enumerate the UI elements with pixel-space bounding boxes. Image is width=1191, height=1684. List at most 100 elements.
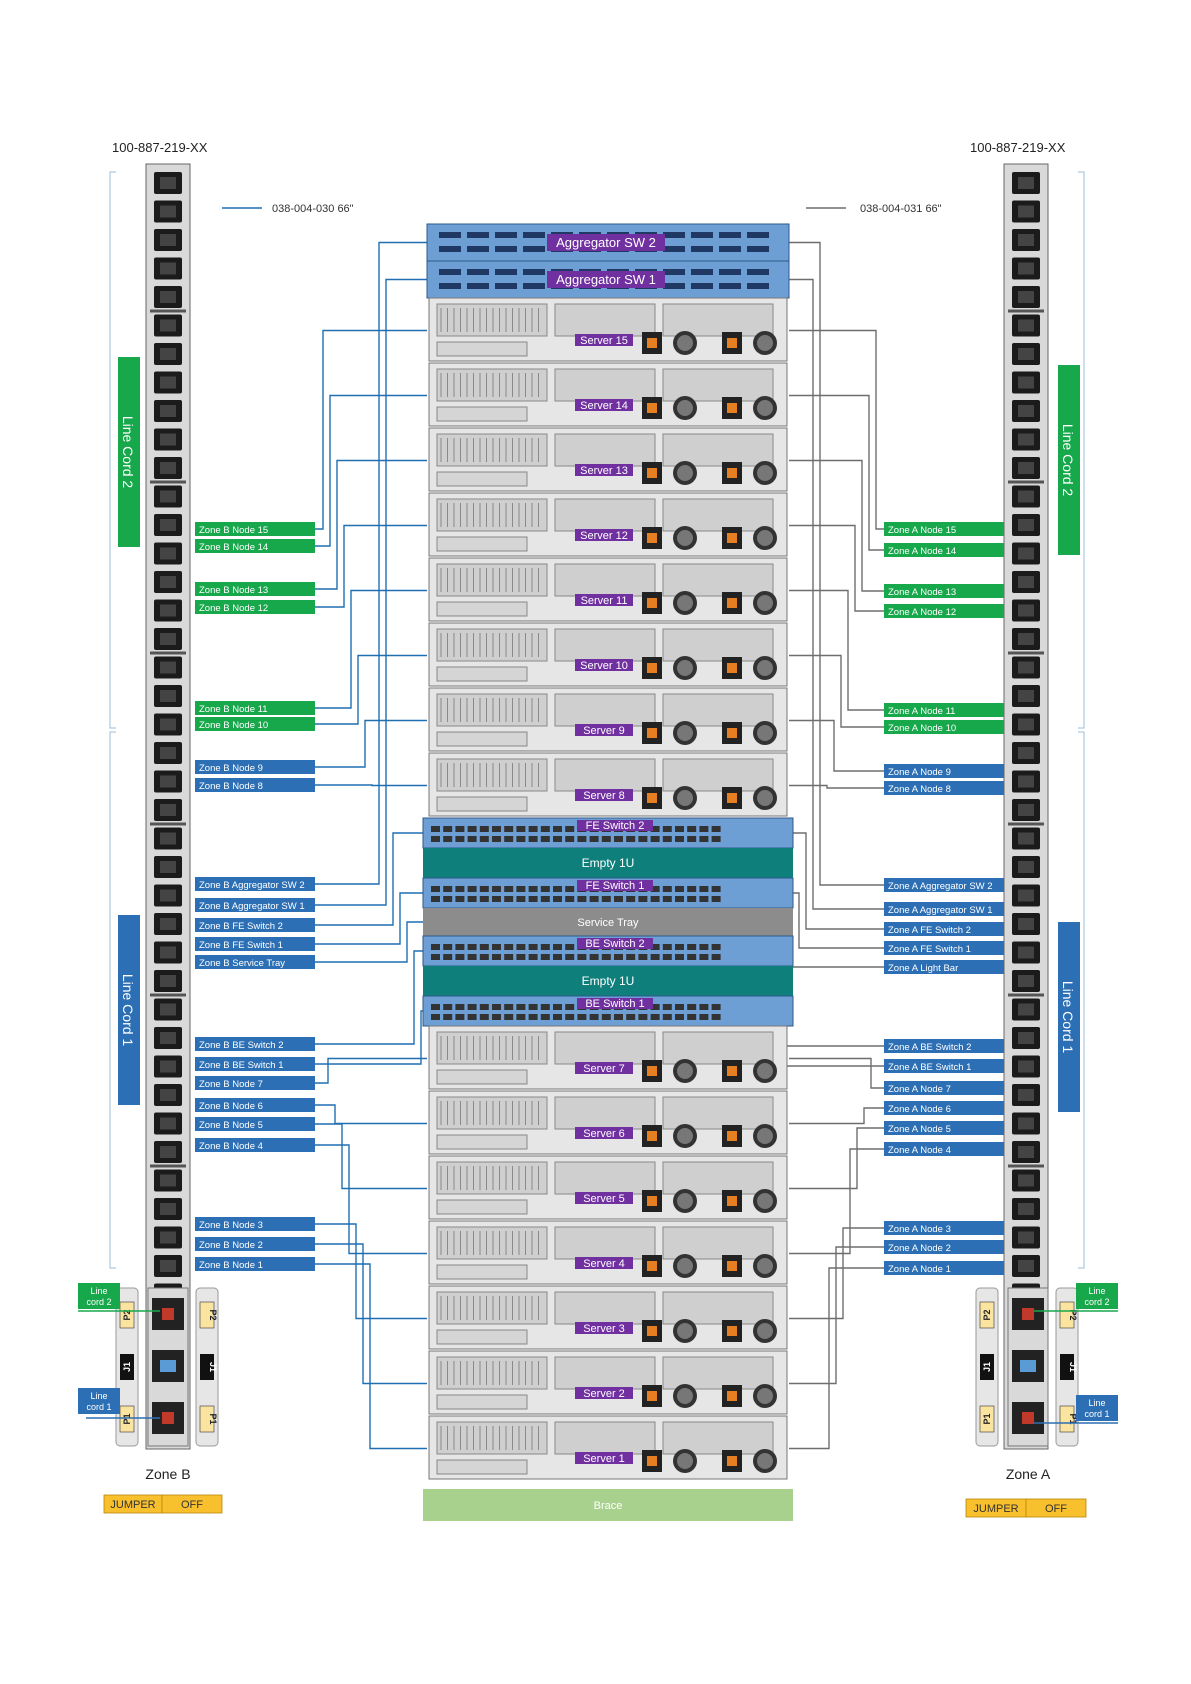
svg-text:Zone A FE Switch 2: Zone A FE Switch 2 (888, 925, 971, 936)
server-label: Server 2 (583, 1388, 625, 1400)
svg-text:Zone B BE Switch 2: Zone B BE Switch 2 (199, 1040, 283, 1051)
rack-unit-server: Server 5 (428, 1155, 788, 1220)
svg-text:Zone A Node 2: Zone A Node 2 (888, 1243, 951, 1254)
pdu-part-left: 100-887-219-XX (112, 140, 208, 155)
right-label: Zone A Node 1 (884, 1261, 1004, 1275)
svg-text:Zone B Node 13: Zone B Node 13 (199, 585, 268, 596)
svg-text:Zone B Aggregator SW 2: Zone B Aggregator SW 2 (199, 880, 305, 891)
server-label: Server 10 (580, 660, 628, 672)
rack-unit-server: Server 13 (428, 427, 788, 492)
svg-text:Zone A Node 12: Zone A Node 12 (888, 607, 956, 618)
cable-left (315, 1144, 427, 1255)
cable-left (315, 1263, 427, 1450)
svg-text:Zone A Node 9: Zone A Node 9 (888, 767, 951, 778)
plug-p2-right-b: P2 (1068, 1309, 1078, 1320)
svg-text:Zone A Node 5: Zone A Node 5 (888, 1124, 951, 1135)
svg-text:Zone A Node 13: Zone A Node 13 (888, 587, 956, 598)
svg-text:Zone B Node 7: Zone B Node 7 (199, 1079, 263, 1090)
rack-unit-server: Server 10 (428, 622, 788, 687)
cable-right (789, 719, 884, 772)
svg-text:Zone A Light Bar: Zone A Light Bar (888, 963, 958, 974)
cable-right (789, 1057, 884, 1089)
left-label: Zone B Node 9 (195, 760, 315, 774)
left-label: Zone B Service Tray (195, 955, 315, 969)
right-label: Zone A Node 13 (884, 584, 1004, 598)
cable-right (789, 1127, 884, 1190)
svg-text:Zone B Aggregator SW 1: Zone B Aggregator SW 1 (199, 901, 305, 912)
cable-left (315, 459, 427, 590)
rack-unit-switch: BE Switch 1 (422, 995, 794, 1027)
cable-left (315, 892, 427, 945)
cable-right (789, 394, 884, 551)
left-label: Zone B Node 13 (195, 582, 315, 596)
svg-text:cord 1: cord 1 (86, 1402, 111, 1412)
plug-j1-right-a: J1 (982, 1362, 992, 1372)
left-label: Zone B Node 8 (195, 778, 315, 792)
right-label: Zone A Node 6 (884, 1101, 1004, 1115)
cable-left (315, 921, 427, 963)
plug-j1-left-a: J1 (122, 1362, 132, 1372)
cable-right (789, 1107, 884, 1125)
cable-left (315, 784, 427, 787)
agg-label: Aggregator SW 1 (556, 272, 656, 287)
cable-left (315, 1123, 427, 1190)
svg-text:Zone B Node 2: Zone B Node 2 (199, 1240, 263, 1251)
svg-text:Line: Line (90, 1286, 107, 1296)
right-label: Zone A Node 7 (884, 1081, 1004, 1095)
cable-right (789, 329, 884, 530)
cable-right (777, 1010, 884, 1067)
server-label: Server 11 (581, 595, 628, 607)
right-label: Zone A Aggregator SW 1 (884, 902, 1004, 916)
server-label: Server 14 (580, 400, 628, 412)
cable-left (315, 719, 427, 768)
left-label: Zone B Node 1 (195, 1257, 315, 1271)
plug-p1-right-a: P1 (982, 1413, 992, 1424)
right-label: Zone A Node 5 (884, 1121, 1004, 1135)
cable-left (315, 1243, 427, 1385)
left-label: Zone B Node 12 (195, 600, 315, 614)
plug-p2-right-a: P2 (982, 1309, 992, 1320)
cable-right (789, 589, 884, 711)
right-label: Zone A Node 10 (884, 720, 1004, 734)
left-label: Zone B Node 2 (195, 1237, 315, 1251)
right-label: Zone A BE Switch 1 (884, 1059, 1004, 1073)
cable-right (789, 654, 884, 728)
cable-left (315, 950, 427, 1045)
left-label: Zone B Node 6 (195, 1098, 315, 1112)
pdu-left-bracket-top (109, 171, 116, 729)
rack-unit-empty: Empty 1U (423, 848, 793, 878)
rack-unit-server: Server 2 (428, 1350, 788, 1415)
right-label: Zone A Aggregator SW 2 (884, 878, 1004, 892)
svg-text:cord 1: cord 1 (1084, 1409, 1109, 1419)
zone-a-label: Zone A (1006, 1466, 1051, 1482)
cable-legend-left: 038-004-030 66" (272, 203, 354, 215)
pdu-part-right: 100-887-219-XX (970, 140, 1066, 155)
left-label: Zone B Node 5 (195, 1117, 315, 1131)
server-label: Server 9 (583, 725, 625, 737)
cable-left (315, 1010, 427, 1065)
server-label: Server 13 (580, 465, 628, 477)
svg-text:Zone B Node 12: Zone B Node 12 (199, 603, 268, 614)
svg-text:Line: Line (1088, 1286, 1105, 1296)
cable-right (789, 1227, 884, 1320)
rack-unit-switch: FE Switch 1 (422, 877, 794, 909)
rack-unit-server: Server 4 (428, 1220, 788, 1285)
svg-text:Zone B BE Switch 1: Zone B BE Switch 1 (199, 1060, 283, 1071)
rack-unit-tray: Service Tray (423, 908, 793, 936)
left-label: Zone B BE Switch 1 (195, 1057, 315, 1071)
right-label: Zone A Node 8 (884, 781, 1004, 795)
left-label: Zone B Node 11 (195, 701, 315, 715)
svg-text:Zone A FE Switch 1: Zone A FE Switch 1 (888, 944, 971, 955)
left-label: Zone B Node 4 (195, 1138, 315, 1152)
cable-right (789, 1267, 884, 1450)
server-label: Server 6 (583, 1128, 625, 1140)
tag-line-cord-2-right: Line cord 2 (1034, 1283, 1118, 1312)
svg-text:Zone A BE Switch 2: Zone A BE Switch 2 (888, 1042, 971, 1053)
right-label: Zone A Light Bar (884, 960, 1004, 974)
rack-unit-server: Server 3 (428, 1285, 788, 1350)
pdu-left-bracket-bottom (109, 731, 116, 1269)
cable-left (315, 241, 427, 885)
cable-left (315, 394, 427, 547)
